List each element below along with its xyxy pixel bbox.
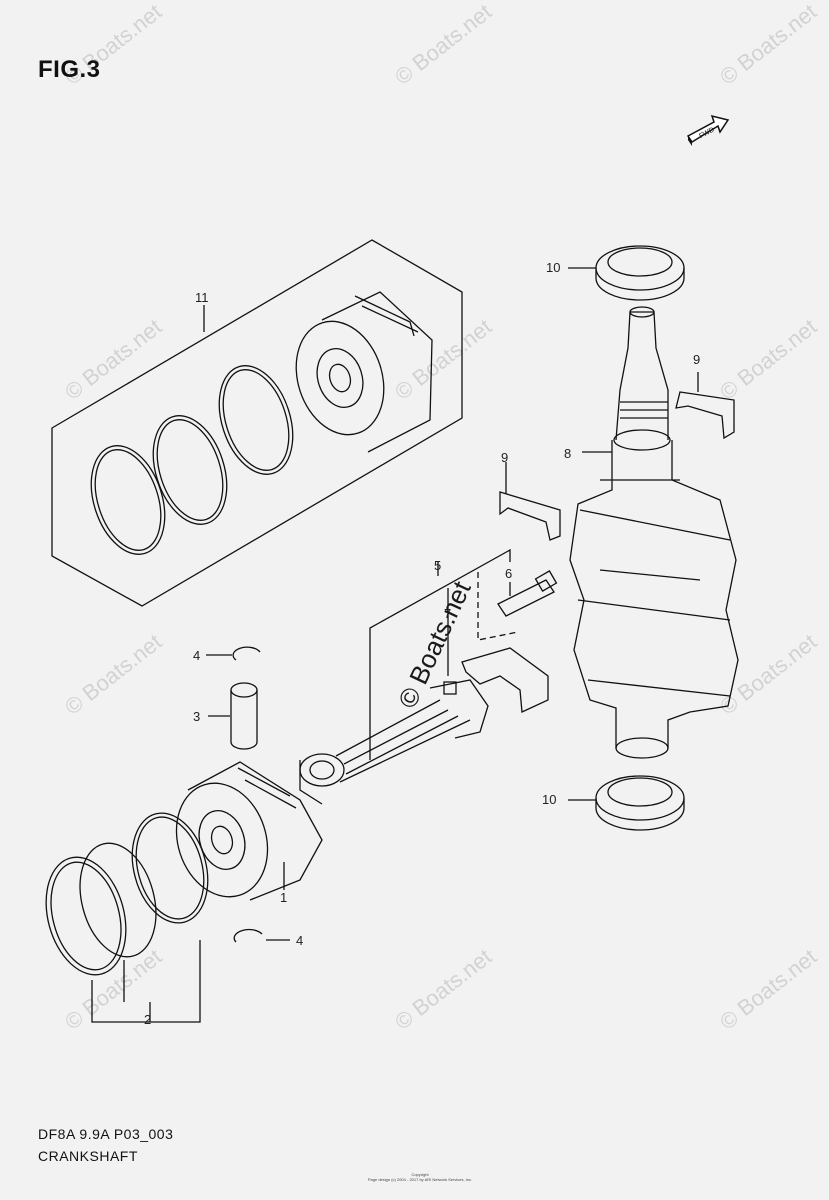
ring-3 bbox=[131, 812, 209, 924]
rod-cap bbox=[461, 647, 549, 713]
circlip-upper bbox=[232, 646, 261, 661]
piston bbox=[175, 761, 323, 901]
bracket-5 bbox=[369, 548, 511, 760]
kit-ring-1 bbox=[90, 445, 166, 555]
callout-11: 11 bbox=[195, 290, 209, 305]
copyright-line-1: Copyright bbox=[411, 1172, 429, 1177]
leader-dashed bbox=[477, 572, 519, 641]
diagram-code: DF8A 9.9A P03_003 bbox=[38, 1126, 174, 1142]
ring-2 bbox=[79, 842, 157, 958]
bearing-upper bbox=[675, 391, 735, 440]
callout-5: 5 bbox=[434, 558, 442, 573]
callout-10-upper: 10 bbox=[546, 260, 561, 275]
oil-seal-upper bbox=[595, 245, 685, 301]
callout-7: 7 bbox=[444, 606, 452, 621]
callout-9-lower: 9 bbox=[501, 450, 509, 465]
kit-ring-3 bbox=[218, 365, 294, 475]
figure-title: FIG.3 bbox=[38, 56, 101, 83]
fwd-arrow-icon: FWD bbox=[684, 114, 732, 155]
callout-1: 1 bbox=[280, 890, 288, 905]
ring-1 bbox=[45, 856, 127, 976]
bracket-2 bbox=[91, 940, 201, 1023]
callout-3: 3 bbox=[193, 709, 201, 724]
callout-6: 6 bbox=[505, 566, 513, 581]
diagram-name: CRANKSHAFT bbox=[38, 1148, 138, 1164]
copyright-notice: Copyright Page design (c) 2004 - 2017 by… bbox=[330, 1172, 510, 1182]
dowel-pin bbox=[443, 681, 457, 695]
connecting-rod bbox=[299, 679, 489, 805]
callout-8: 8 bbox=[564, 446, 572, 461]
crankshaft bbox=[569, 306, 739, 759]
piston-pin bbox=[230, 682, 258, 750]
circlip-lower bbox=[233, 928, 263, 943]
kit-piston bbox=[295, 291, 433, 453]
callout-4-upper: 4 bbox=[193, 648, 201, 663]
callout-4-lower: 4 bbox=[296, 933, 304, 948]
callout-2: 2 bbox=[144, 1012, 152, 1027]
oil-seal-lower bbox=[595, 775, 685, 831]
callout-10-lower: 10 bbox=[542, 792, 557, 807]
rod-bolt bbox=[497, 570, 558, 617]
copyright-line-2: Page design (c) 2004 - 2017 by ARI Netwo… bbox=[367, 1177, 473, 1182]
callout-9-upper: 9 bbox=[693, 352, 701, 367]
piston-kit-box bbox=[51, 239, 463, 607]
kit-ring-2 bbox=[152, 415, 228, 525]
bearing-lower bbox=[499, 491, 561, 541]
